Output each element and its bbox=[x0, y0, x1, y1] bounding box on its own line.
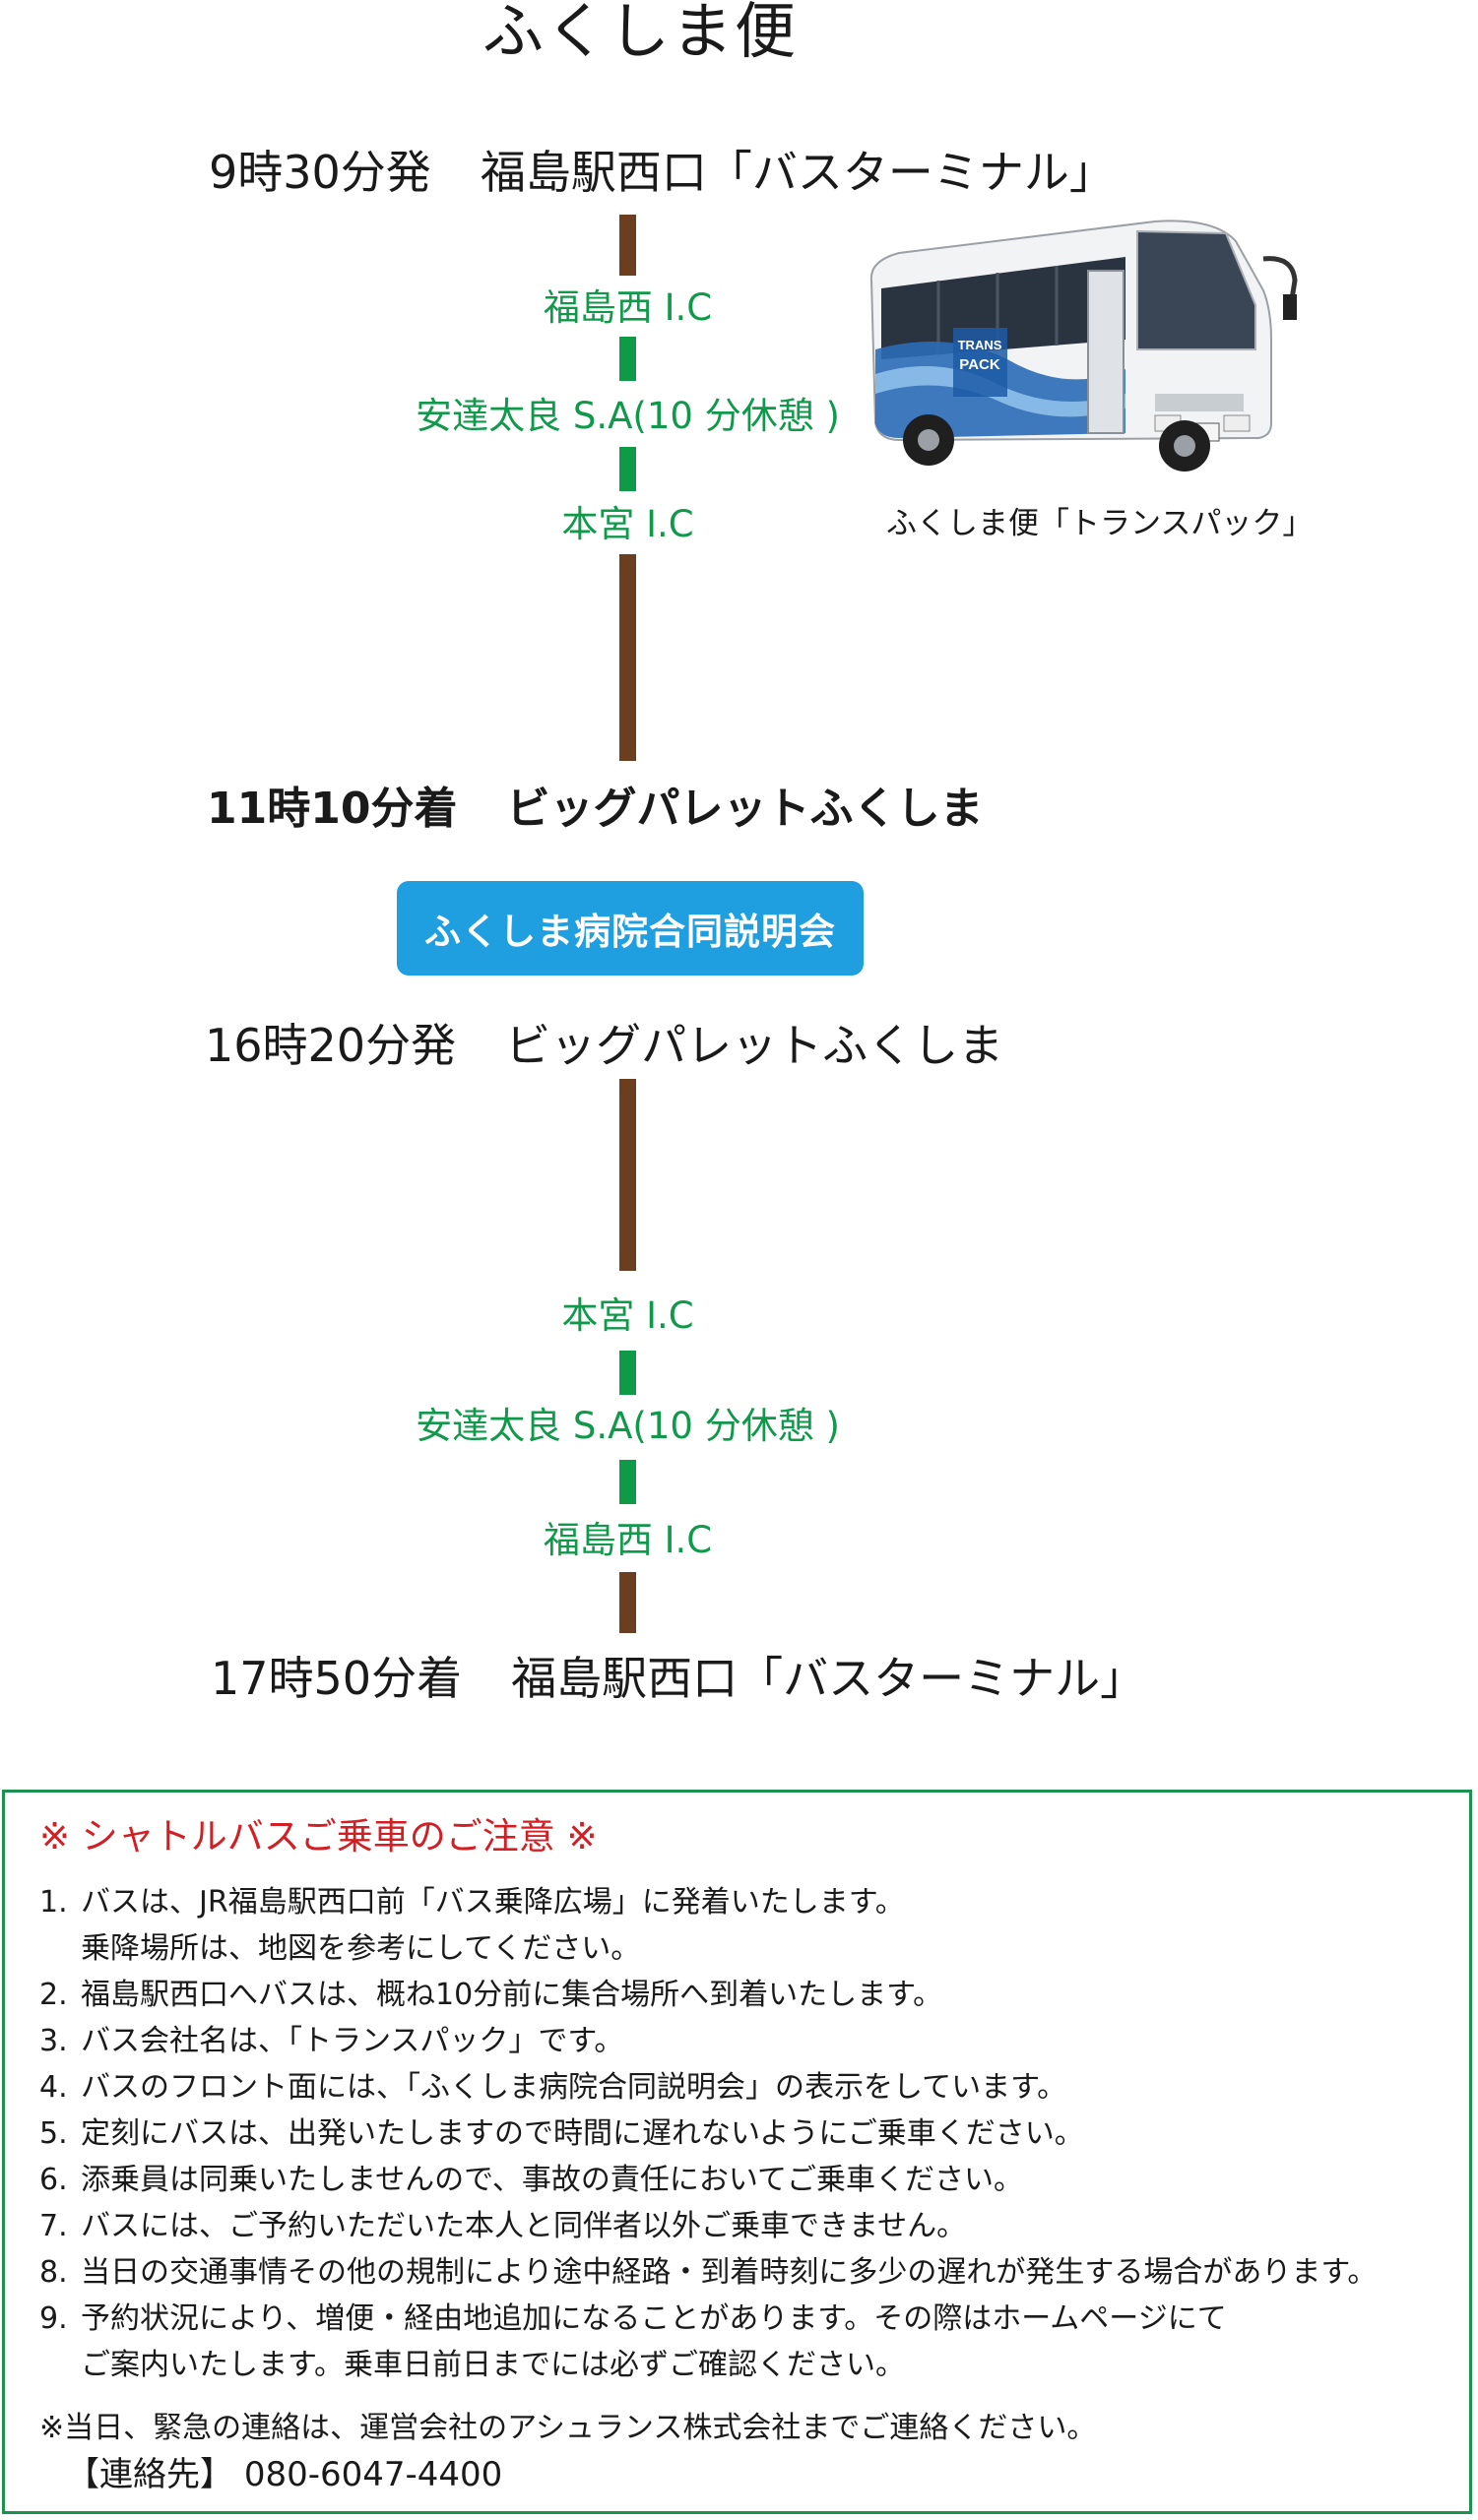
list-item: 8.当日の交通事情その他の規制により途中経路・到着時刻に多少の遅れが発生する場合… bbox=[39, 2255, 1378, 2290]
return-departure: 16時20分発ビッグパレットふくしま bbox=[205, 1016, 1003, 1075]
return-arrive-place: 福島駅西口「バスターミナル」 bbox=[511, 1652, 1146, 1705]
outbound-stop: 本宮 I.C bbox=[561, 503, 694, 545]
event-badge: ふくしま病院合同説明会 bbox=[397, 881, 864, 976]
return-arrive-time: 17時50分着 bbox=[211, 1652, 463, 1705]
outbound-departure: 9時30分発福島駅西口「バスターミナル」 bbox=[209, 143, 1115, 202]
outbound-arrival: 11時10分着ビッグパレットふくしま bbox=[207, 780, 983, 839]
outbound-depart-place: 福島駅西口「バスターミナル」 bbox=[480, 146, 1115, 199]
list-item: 3.バス会社名は、「トランスパック」です。 bbox=[39, 2024, 624, 2058]
return-stop: 安達太良 S.A(10 分休憩 ) bbox=[416, 1405, 840, 1447]
route-line-segment bbox=[619, 215, 636, 276]
bus-caption: ふくしま便「トランスパック」 bbox=[886, 506, 1314, 541]
list-item: 4.バスのフロント面には、「ふくしま病院合同説明会」の表示をしています。 bbox=[39, 2070, 1067, 2105]
page-title: ふくしま便 bbox=[482, 0, 798, 67]
outbound-depart-time: 9時30分発 bbox=[209, 146, 431, 199]
return-stop: 本宮 I.C bbox=[561, 1294, 694, 1337]
bus-image: TRANS PACK bbox=[860, 212, 1303, 472]
route-line-segment bbox=[619, 554, 636, 761]
list-item: 5.定刻にバスは、出発いたしますので時間に遅れないようにご乗車ください。 bbox=[39, 2116, 1084, 2151]
bus-decal-line1: TRANS bbox=[958, 338, 1002, 352]
outbound-stop: 安達太良 S.A(10 分休憩 ) bbox=[416, 395, 840, 437]
outbound-arrive-place: ビッグパレットふくしま bbox=[506, 784, 984, 834]
route-line-segment bbox=[619, 1351, 636, 1395]
emergency-note: ※当日、緊急の連絡は、運営会社のアシュランス株式会社までご連絡ください。 bbox=[39, 2411, 1097, 2445]
outbound-arrive-time: 11時10分着 bbox=[207, 784, 458, 834]
bus-decal-line2: PACK bbox=[959, 356, 1000, 373]
list-item: 6.添乗員は同乗いたしませんので、事故の責任においてご乗車ください。 bbox=[39, 2163, 1023, 2197]
outbound-stop: 福島西 I.C bbox=[543, 286, 713, 329]
contact-phone: 080-6047-4400 bbox=[243, 2455, 503, 2494]
return-depart-place: ビッグパレットふくしま bbox=[505, 1019, 1004, 1072]
list-item: 7.バスには、ご予約いただいた本人と同伴者以外ご乗車できません。 bbox=[39, 2209, 967, 2243]
return-stop: 福島西 I.C bbox=[543, 1519, 713, 1561]
notes-box: ※ シャトルバスご乗車のご注意 ※ 1.バスは、JR福島駅西口前「バス乗降広場」… bbox=[2, 1790, 1472, 2514]
route-line-segment bbox=[619, 1460, 636, 1504]
notes-heading: ※ シャトルバスご乗車のご注意 ※ bbox=[39, 1815, 598, 1858]
contact-label: 【連絡先】 bbox=[66, 2455, 233, 2494]
contact-info: 【連絡先】 080-6047-4400 bbox=[66, 2452, 502, 2498]
list-item: 1.バスは、JR福島駅西口前「バス乗降広場」に発着いたします。 bbox=[39, 1885, 905, 1920]
route-line-segment bbox=[619, 1572, 636, 1633]
route-line-segment bbox=[619, 337, 636, 381]
route-line-segment bbox=[619, 447, 636, 491]
list-item: 乗降場所は、地図を参考にしてください。 bbox=[81, 1931, 641, 1966]
list-item: 2.福島駅西口へバスは、概ね10分前に集合場所へ到着いたします。 bbox=[39, 1978, 943, 2012]
return-arrival: 17時50分着福島駅西口「バスターミナル」 bbox=[211, 1649, 1145, 1708]
list-item: 9.予約状況により、増便・経由地追加になることがあります。その際はホームページに… bbox=[39, 2301, 1227, 2336]
return-depart-time: 16時20分発 bbox=[205, 1019, 457, 1072]
list-item: ご案内いたします。乗車日前日までには必ずご確認ください。 bbox=[81, 2348, 905, 2382]
route-line-segment bbox=[619, 1079, 636, 1271]
notes-list: 1.バスは、JR福島駅西口前「バス乗降広場」に発着いたします。 乗降場所は、地図… bbox=[39, 1879, 1457, 2388]
